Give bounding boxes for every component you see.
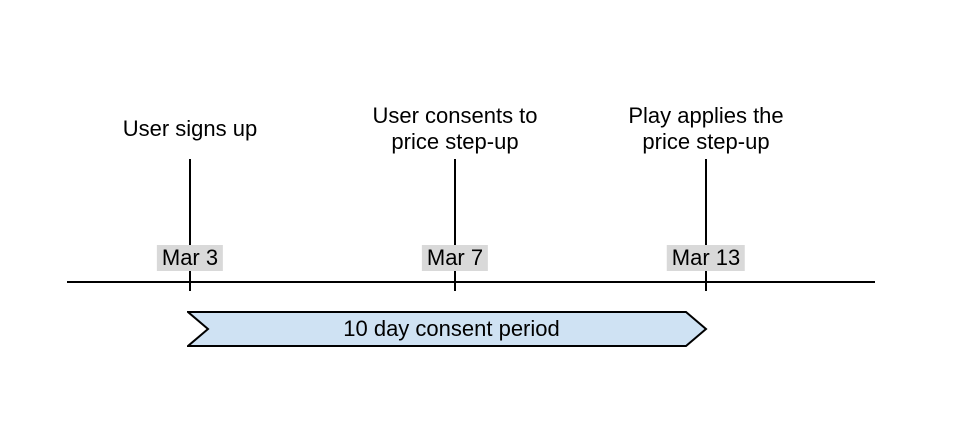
consent-period-banner: 10 day consent period [187, 311, 708, 347]
event-label: Play applies the price step-up [628, 103, 784, 154]
period-arrow-shape [187, 311, 708, 347]
event-date-chip: Mar 3 [156, 245, 224, 271]
event-tick-line [454, 159, 456, 291]
timeline-axis [67, 281, 875, 283]
event-label: User consents to price step-up [372, 103, 538, 154]
event-tick-line [705, 159, 707, 291]
period-label: 10 day consent period [343, 316, 560, 341]
event-label: User signs up [122, 116, 258, 141]
event-tick-line [189, 159, 191, 291]
event-date-chip: Mar 13 [666, 245, 746, 271]
event-date-chip: Mar 7 [421, 245, 489, 271]
